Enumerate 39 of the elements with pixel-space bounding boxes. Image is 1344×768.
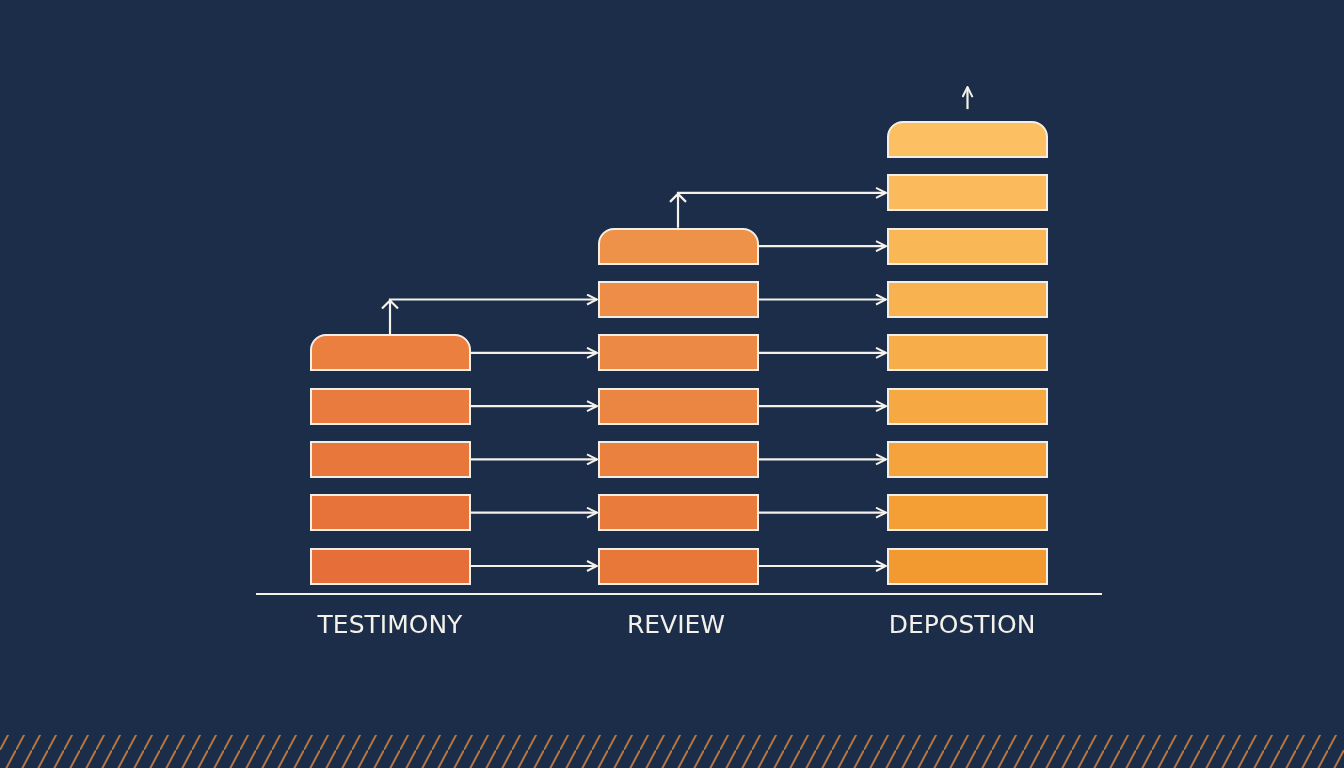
stack-block — [598, 334, 759, 372]
stack-block — [598, 440, 759, 478]
stack-block — [887, 440, 1048, 478]
stack-block — [887, 547, 1048, 585]
arrow — [471, 560, 598, 572]
stack-block — [310, 547, 471, 585]
stack-top-block — [310, 334, 471, 372]
stack-block — [887, 227, 1048, 265]
stack-block — [310, 440, 471, 478]
stack-block — [887, 494, 1048, 532]
arrow — [961, 86, 974, 110]
arrow — [759, 560, 887, 572]
arrow — [471, 346, 598, 359]
arrow — [380, 293, 599, 336]
column-label: TESTIMONY — [316, 609, 464, 641]
arrow — [759, 346, 887, 359]
arrow — [668, 186, 888, 229]
arrow — [759, 453, 887, 466]
stack-block — [310, 494, 471, 532]
stack-block — [887, 387, 1048, 425]
arrow — [759, 400, 887, 413]
arrow — [471, 506, 598, 519]
stack-block — [887, 281, 1048, 318]
arrow — [759, 293, 887, 306]
stack-top-block — [598, 227, 759, 265]
stack-block — [887, 334, 1048, 372]
stack-block — [598, 387, 759, 425]
stack-block — [598, 547, 759, 585]
stack-block — [887, 174, 1048, 212]
stack-top-block — [887, 121, 1048, 159]
stack-block — [598, 494, 759, 532]
column-label: REVIEW — [625, 609, 727, 641]
column-label: DEPOSTION — [887, 609, 1037, 641]
arrow — [759, 506, 887, 519]
arrow — [759, 240, 887, 253]
stack-block — [310, 387, 471, 425]
arrow — [471, 453, 598, 466]
arrow — [471, 400, 598, 413]
stack-block — [598, 281, 759, 318]
